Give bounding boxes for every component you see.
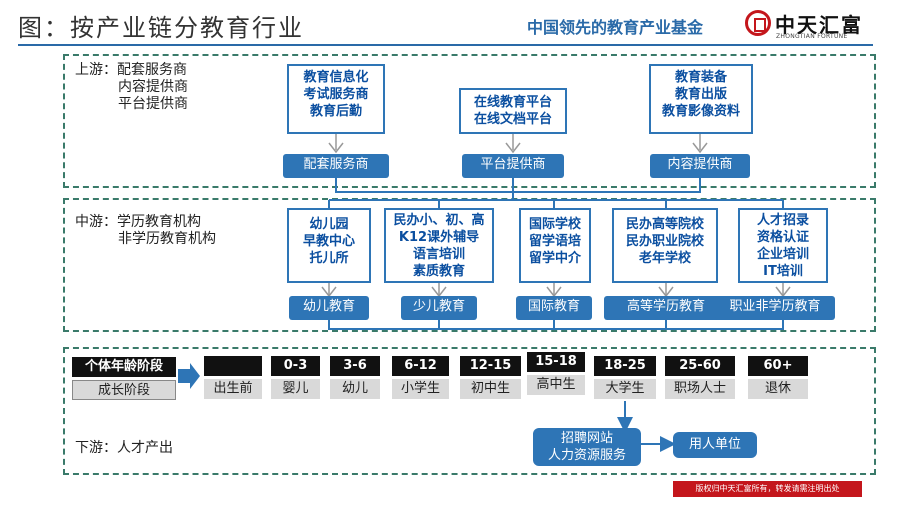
age-cell: 6-12 xyxy=(392,356,449,376)
stage-cell: 高中生 xyxy=(527,375,585,395)
box-line: 教育后勤 xyxy=(309,104,362,119)
midstream-box-preschool: 幼儿园 早教中心 托儿所 xyxy=(287,208,371,283)
age-cell: 60+ xyxy=(748,356,808,376)
midstream-box-vocational: 人才招录 资格认证 企业培训 IT培训 xyxy=(738,208,828,283)
stage-cell: 小学生 xyxy=(392,379,449,399)
upstream-section xyxy=(63,54,876,188)
box-line: 人力资源服务 xyxy=(547,448,626,463)
tagline: 中国领先的教育产业基金 xyxy=(527,18,704,37)
box-line: 教育信息化 xyxy=(303,70,369,85)
box-line: 考试服务商 xyxy=(303,87,369,102)
pill-platform-provider: 平台提供商 xyxy=(462,154,564,178)
box-line: 留学语培 xyxy=(528,234,581,249)
upstream-label-line: 内容提供商 xyxy=(118,79,188,95)
midstream-box-international: 国际学校 留学语培 留学中介 xyxy=(519,208,591,283)
upstream-label-line: 平台提供商 xyxy=(118,96,188,112)
upstream-label: 上游：配套服务商 xyxy=(75,62,187,78)
stage-cell: 大学生 xyxy=(594,379,656,399)
box-line: 民办高等院校 xyxy=(625,217,704,232)
box-line: 人才招录 xyxy=(756,213,809,228)
downstream-label: 下游：人才产出 xyxy=(75,440,173,456)
box-line: 国际学校 xyxy=(528,217,581,232)
recruitment-box: 招聘网站 人力资源服务 xyxy=(533,428,641,466)
age-cell: 3-6 xyxy=(330,356,380,376)
stage-header: 成长阶段 xyxy=(72,380,176,400)
box-line: 教育装备 xyxy=(674,70,727,85)
midstream-box-higher-ed: 民办高等院校 民办职业院校 老年学校 xyxy=(612,208,718,283)
upstream-box-platform: 在线教育平台 在线文档平台 xyxy=(459,88,567,134)
copyright-notice: 版权归中天汇富所有，转发请需注明出处 xyxy=(673,481,862,497)
pill-content-provider: 内容提供商 xyxy=(650,154,750,178)
pill-international-education: 国际教育 xyxy=(516,296,592,320)
stage-cell: 出生前 xyxy=(204,379,262,399)
upstream-box-content: 教育装备 教育出版 教育影像资料 xyxy=(649,64,753,134)
age-cell: 25-60 xyxy=(665,356,735,376)
box-line: 在线教育平台 xyxy=(473,95,552,110)
age-cell: 12-15 xyxy=(460,356,521,376)
box-line: 素质教育 xyxy=(412,264,465,279)
upstream-box-service: 教育信息化 考试服务商 教育后勤 xyxy=(287,64,385,134)
box-line: 企业培训 xyxy=(756,247,809,262)
stage-cell: 职场人士 xyxy=(665,379,735,399)
midstream-label-line: 非学历教育机构 xyxy=(118,231,216,247)
brand-logo-icon xyxy=(745,10,771,36)
pill-higher-education: 高等学历教育 xyxy=(604,296,728,320)
box-line: 语言培训 xyxy=(412,247,465,262)
age-cell: 18-25 xyxy=(594,356,656,376)
box-line: 教育出版 xyxy=(674,87,727,102)
age-header: 个体年龄阶段 xyxy=(72,357,176,377)
box-line: 留学中介 xyxy=(528,251,581,266)
box-line: 老年学校 xyxy=(638,251,691,266)
pill-service-provider: 配套服务商 xyxy=(283,154,389,178)
box-line: 民办小、初、高 xyxy=(393,213,485,228)
stage-cell: 幼儿 xyxy=(330,379,380,399)
box-line: 在线文档平台 xyxy=(473,112,552,127)
stage-cell: 退休 xyxy=(748,379,808,399)
age-cell: 0-3 xyxy=(271,356,320,376)
box-line: IT培训 xyxy=(763,264,803,279)
box-line: 教育影像资料 xyxy=(661,104,740,119)
employer-box: 用人单位 xyxy=(673,432,757,458)
midstream-label: 中游：学历教育机构 xyxy=(75,214,201,230)
pill-youth-education: 少儿教育 xyxy=(401,296,477,320)
stage-cell: 婴儿 xyxy=(271,379,320,399)
pill-preschool-education: 幼儿教育 xyxy=(289,296,369,320)
box-line: 招聘网站 xyxy=(560,431,613,446)
pill-vocational-education: 职业非学历教育 xyxy=(715,296,835,320)
brand-name: 中天汇富 xyxy=(775,13,863,37)
box-line: 早教中心 xyxy=(302,234,355,249)
box-line: 幼儿园 xyxy=(309,217,349,232)
page-title: 图：按产业链分教育行业 xyxy=(18,14,304,42)
stage-cell: 初中生 xyxy=(460,379,521,399)
downstream-section xyxy=(63,347,876,475)
box-line: 民办职业院校 xyxy=(625,234,704,249)
brand-name-en: ZHONGTIAN FORTUNE xyxy=(776,33,848,40)
header-rule xyxy=(18,44,873,46)
box-line: K12课外辅导 xyxy=(398,230,480,245)
midstream-box-k12: 民办小、初、高 K12课外辅导 语言培训 素质教育 xyxy=(384,208,494,283)
age-cell xyxy=(204,356,262,376)
box-line: 托儿所 xyxy=(309,251,349,266)
box-line: 资格认证 xyxy=(756,230,809,245)
age-cell: 15-18 xyxy=(527,352,585,372)
